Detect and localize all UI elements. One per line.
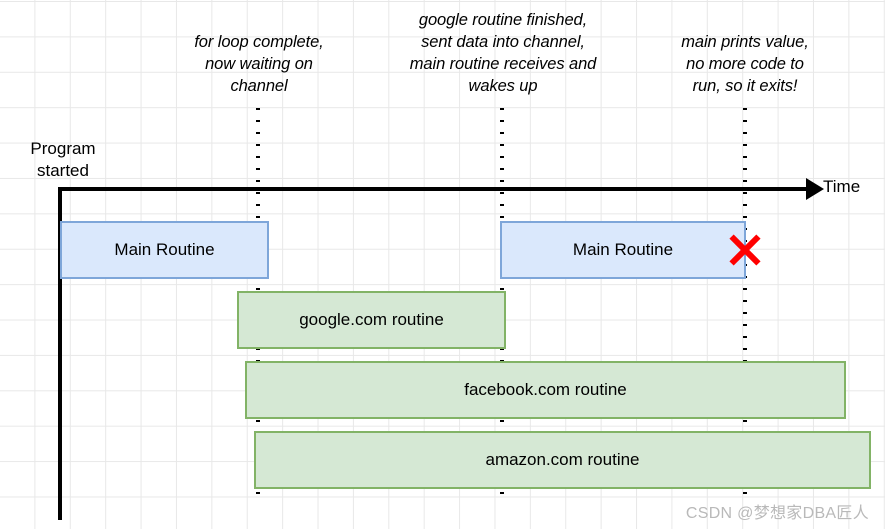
box-main-routine-1: Main Routine — [60, 221, 269, 279]
annotation-main-exits: main prints value, no more code to run, … — [681, 33, 809, 95]
box-label: amazon.com routine — [485, 450, 640, 469]
annotation-for-loop-complete: for loop complete, now waiting on channe… — [194, 33, 324, 95]
dotted-guide-line-3 — [743, 108, 747, 494]
time-axis-label: Time — [823, 177, 861, 196]
box-label: google.com routine — [299, 310, 444, 329]
box-main-routine-2: Main Routine — [500, 221, 746, 279]
box-amazon-routine: amazon.com routine — [254, 431, 871, 489]
time-axis-arrow-icon — [806, 178, 824, 200]
time-axis-line — [58, 187, 810, 191]
annotation-google-finished: google routine finished, sent data into … — [409, 11, 597, 95]
vertical-axis-line — [58, 187, 62, 520]
watermark-text: CSDN @梦想家DBA匠人 — [685, 505, 869, 522]
box-google-routine: google.com routine — [237, 291, 506, 349]
exit-x-icon — [726, 231, 764, 269]
box-label: facebook.com routine — [464, 380, 627, 399]
box-facebook-routine: facebook.com routine — [245, 361, 846, 419]
box-label: Main Routine — [114, 240, 215, 259]
program-started-label: Program started — [30, 139, 96, 180]
box-label: Main Routine — [572, 240, 674, 259]
